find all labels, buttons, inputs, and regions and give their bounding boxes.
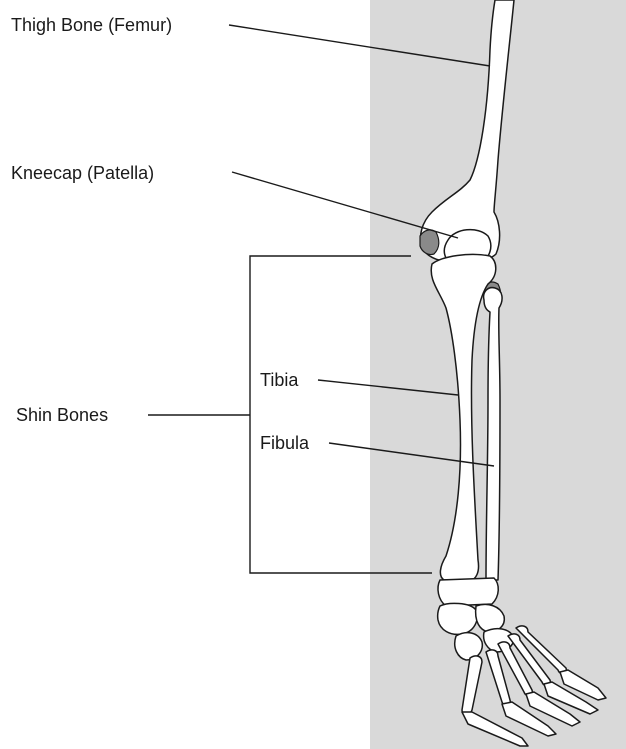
shin-bones-label: Shin Bones: [16, 405, 108, 425]
calcaneus-bone: [438, 603, 478, 634]
femur-label: Thigh Bone (Femur): [11, 15, 172, 35]
fibula-label: Fibula: [260, 433, 310, 453]
talus-bone: [438, 578, 498, 606]
knee-cartilage-left: [420, 230, 439, 255]
patella-label: Kneecap (Patella): [11, 163, 154, 183]
tibia-label: Tibia: [260, 370, 299, 390]
